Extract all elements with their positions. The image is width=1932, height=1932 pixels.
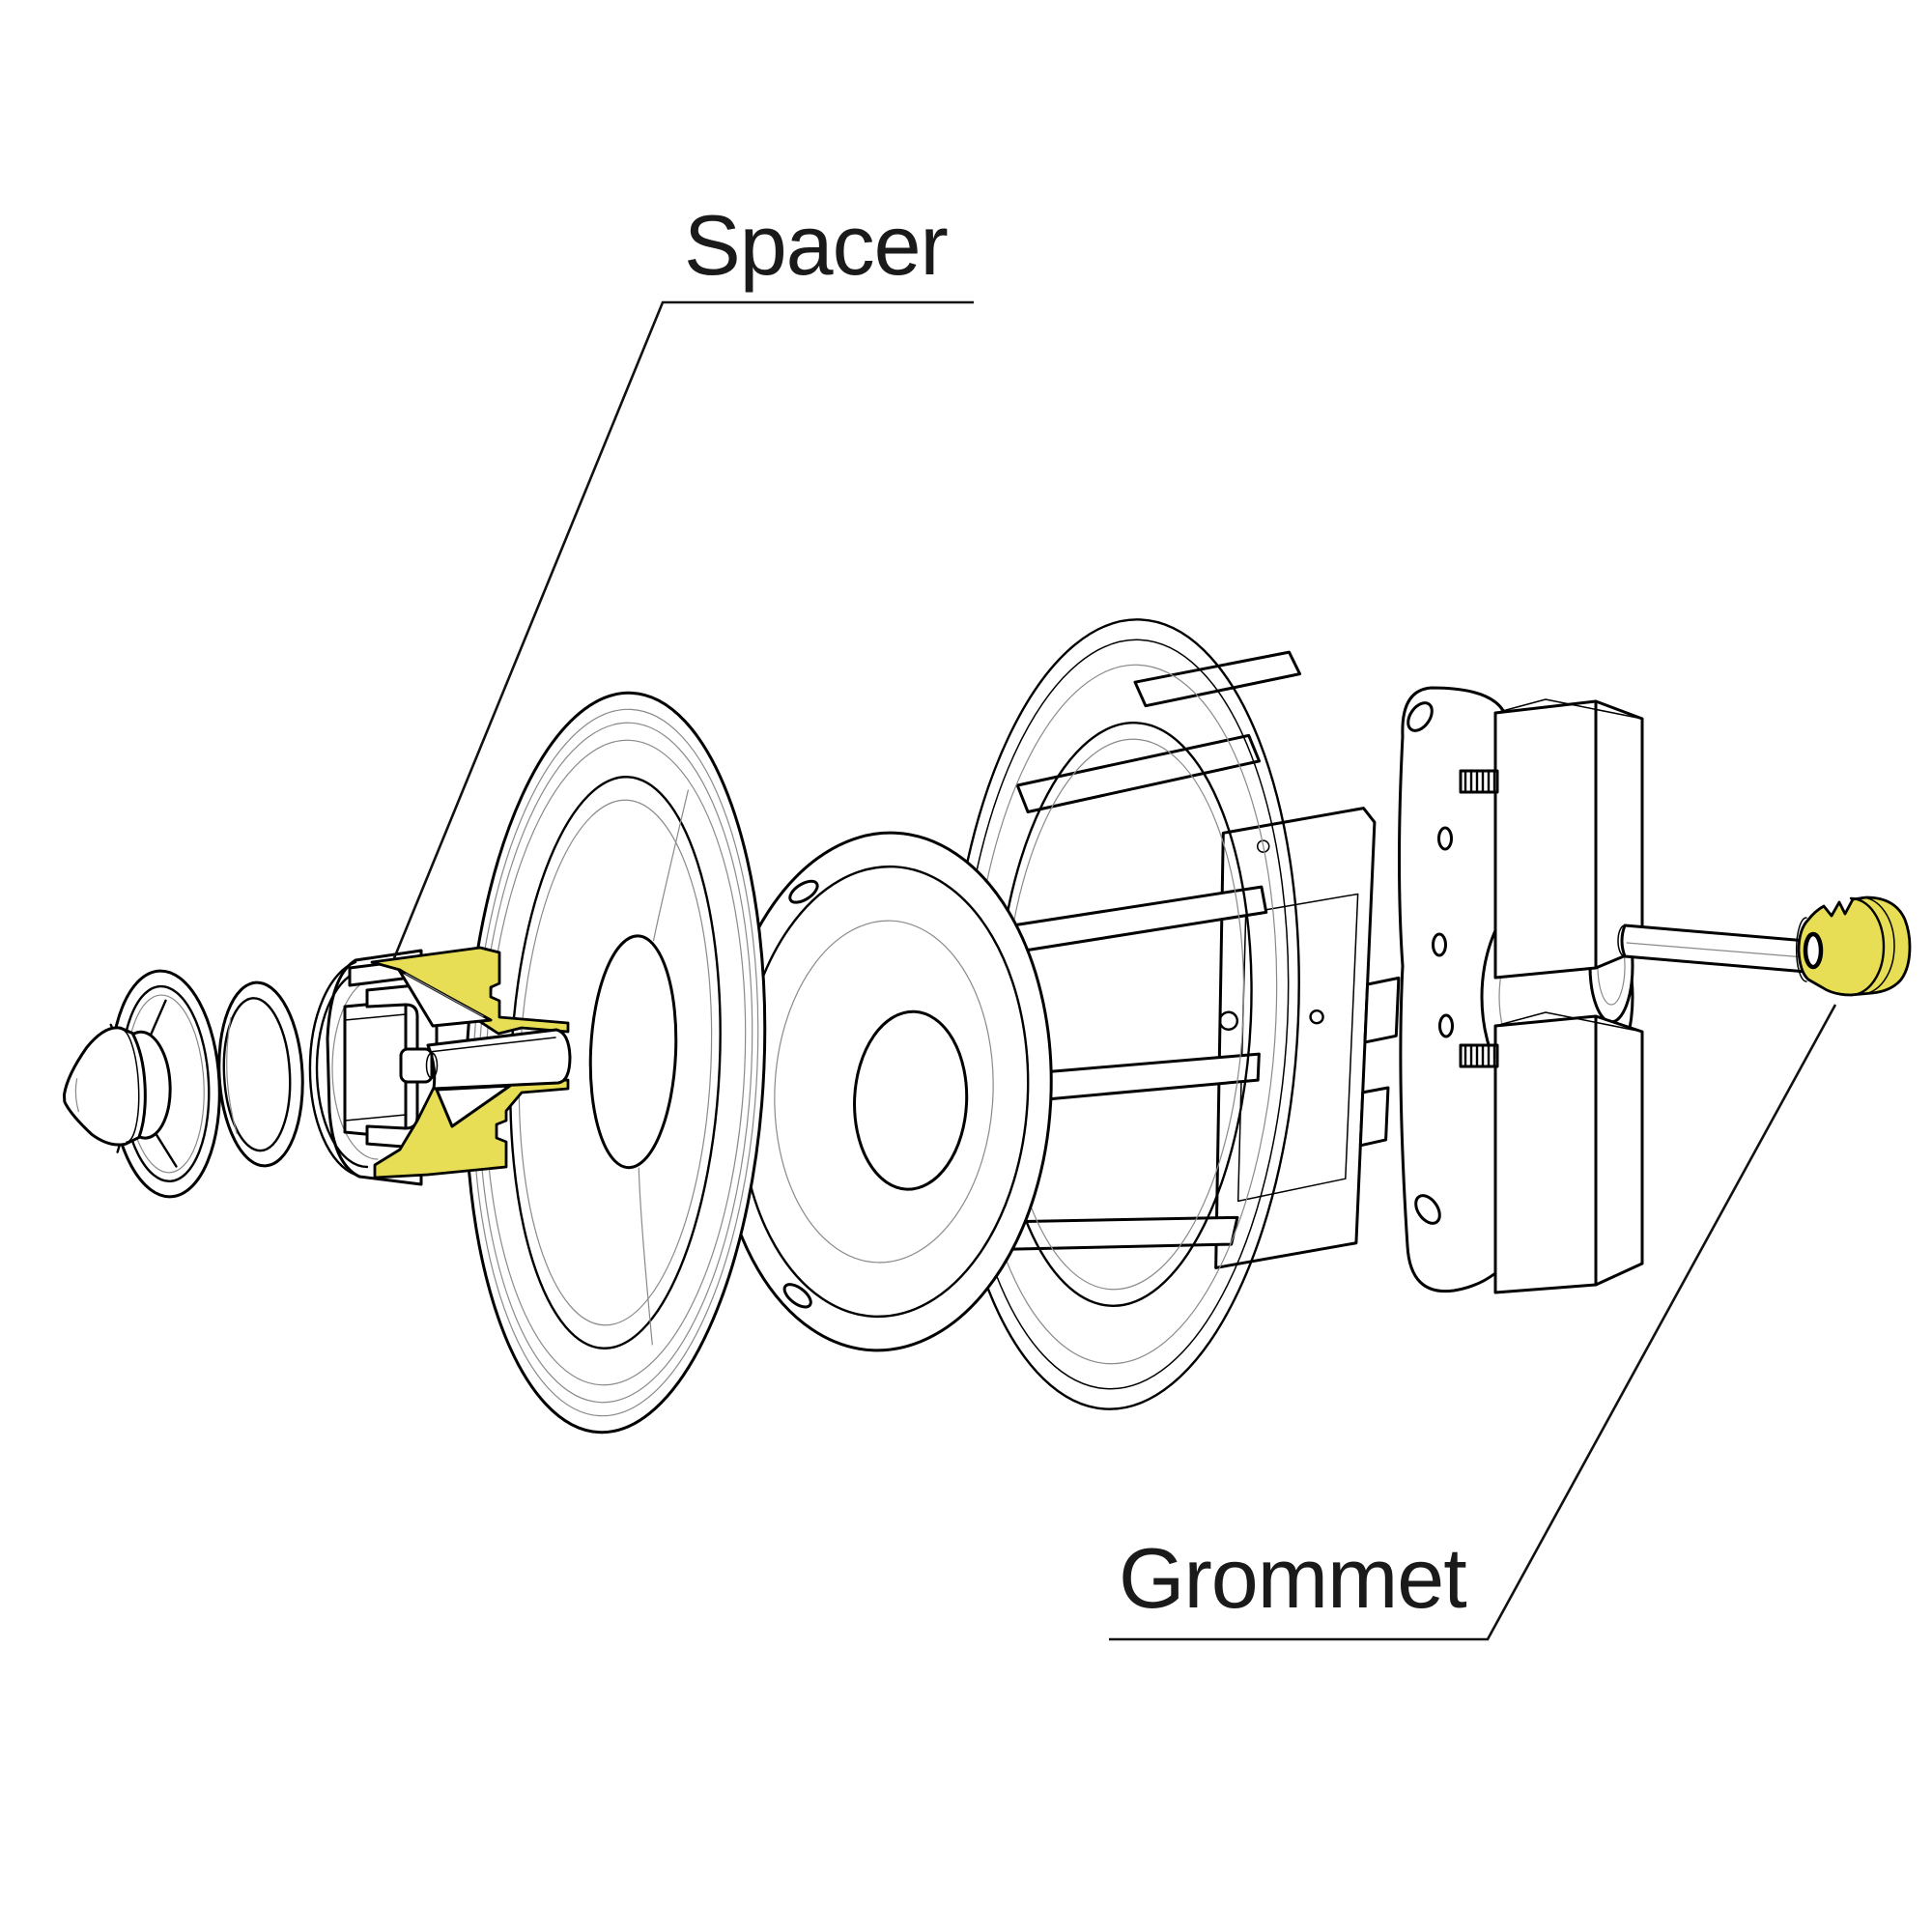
dome-part [217,980,304,1168]
bracket-part [1398,686,1644,1294]
grommet-label: Grommet [1119,1530,1466,1626]
threaded-stud-bottom [1459,1043,1499,1068]
spacer-label: Spacer [684,197,948,293]
rod-part [1617,923,1808,974]
spacer-highlight-bottom [373,1078,570,1179]
grommet-hole [1803,931,1824,970]
grommet-part [1795,895,1912,997]
frame-ring-part [715,831,1053,1352]
cone-part [464,691,767,1435]
threaded-stud-top [1459,769,1499,794]
spacer-driver-part [308,946,572,1186]
phase-plug-part [62,969,221,1199]
grommet-leader-line [1109,1004,1837,1641]
grommet-highlight [1797,895,1912,997]
spacer-leader-line [392,300,974,959]
basket-part [947,618,1401,1410]
